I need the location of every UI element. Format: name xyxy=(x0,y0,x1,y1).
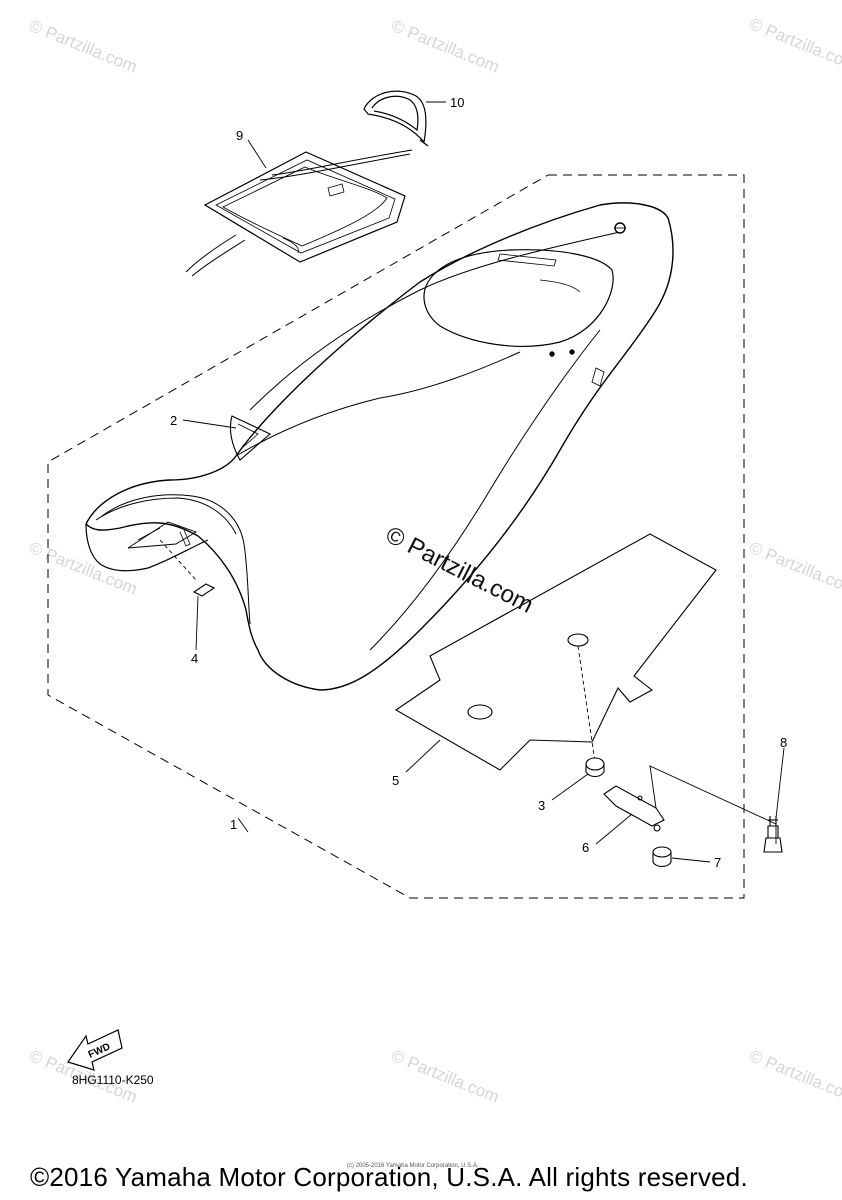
part-1-seat xyxy=(85,202,674,691)
watermark-text: © Partzilla.com xyxy=(747,1046,842,1107)
callout-8: 8 xyxy=(780,735,787,750)
fwd-arrow-icon: FWD xyxy=(67,1029,123,1071)
part-8-bolt xyxy=(763,816,783,853)
callout-5: 5 xyxy=(392,773,399,788)
part-6-bracket xyxy=(603,765,777,844)
assembly-boundary xyxy=(47,174,745,899)
part-5-mat xyxy=(394,533,717,771)
watermark-text: © Partzilla.com xyxy=(389,1046,502,1107)
watermark-text: © Partzilla.com xyxy=(27,538,140,599)
footer-copyright: ©2016 Yamaha Motor Corporation, U.S.A. A… xyxy=(30,1162,748,1192)
callout-3: 3 xyxy=(538,798,545,813)
part-9-seat-cover xyxy=(185,149,413,277)
part-3-grommet xyxy=(577,645,605,778)
callout-2: 2 xyxy=(170,413,177,428)
diagram-part-code: 8HG1110-K250 xyxy=(72,1073,154,1087)
part-7-nut xyxy=(652,846,672,868)
small-copyright: (c) 2005-2016 Yamaha Motor Corporation, … xyxy=(347,1163,479,1169)
watermark-text: © Partzilla.com xyxy=(27,16,140,77)
watermark-center: © Partzilla.com xyxy=(381,521,537,618)
callout-9: 9 xyxy=(236,128,243,143)
callout-10: 10 xyxy=(450,95,464,110)
callout-1: 1 xyxy=(230,817,237,832)
part-4-clip xyxy=(159,539,216,597)
watermark-text: © Partzilla.com xyxy=(747,14,842,75)
leader-lines xyxy=(182,101,785,863)
callout-6: 6 xyxy=(582,840,589,855)
callout-4: 4 xyxy=(191,651,198,666)
callout-7: 7 xyxy=(714,855,721,870)
watermark-text: © Partzilla.com xyxy=(747,538,842,599)
watermark-text: © Partzilla.com xyxy=(389,16,502,77)
part-10-emblem xyxy=(363,90,429,147)
callout-labels: 1 2 3 4 5 6 7 8 9 10 xyxy=(170,95,787,870)
